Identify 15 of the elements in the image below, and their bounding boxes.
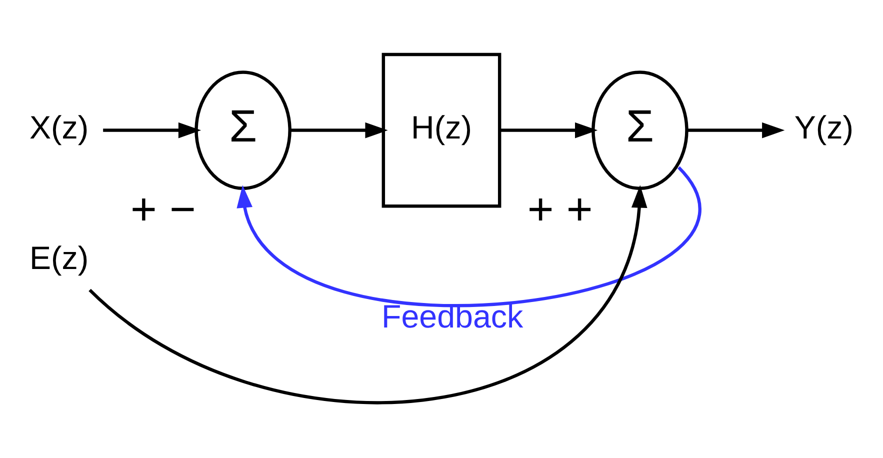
- arrow: [687, 122, 785, 138]
- arrow: [103, 122, 202, 138]
- node-text: E(z): [30, 240, 89, 276]
- node-ellipse: Σ: [592, 70, 688, 190]
- node-text: Y(z): [794, 109, 854, 146]
- node-box: H(z): [382, 52, 502, 208]
- node-label: + +: [527, 184, 593, 235]
- arrow: [500, 122, 598, 138]
- node-text: X(z): [30, 109, 89, 146]
- arrow: [88, 185, 648, 404]
- node-ellipse: Σ: [194, 70, 292, 190]
- node-label: + −: [130, 184, 196, 235]
- arrow: [236, 166, 700, 308]
- edge-label: Feedback: [382, 298, 524, 334]
- arrow: [290, 122, 388, 138]
